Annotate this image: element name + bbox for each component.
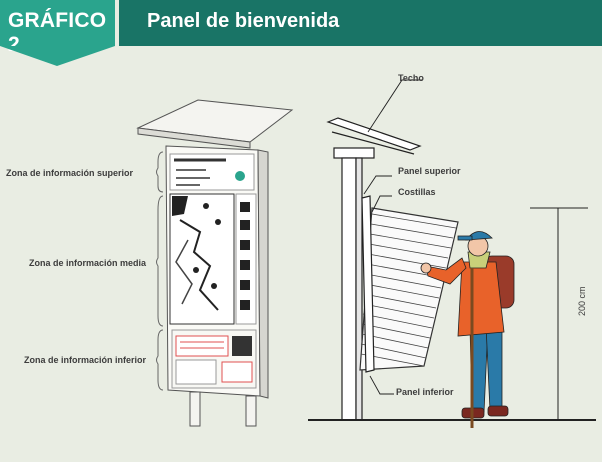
- hiker-illustration: [420, 231, 515, 428]
- badge-tail: [0, 46, 115, 66]
- badge-label: GRÁFICO 2: [8, 9, 107, 56]
- sign-illustration: [136, 99, 294, 427]
- zone-label-bottom: Zona de información inferior: [24, 355, 147, 365]
- zone-label-top: Zona de información superior: [6, 168, 134, 178]
- page-title: Panel de bienvenida: [147, 10, 340, 32]
- callout-bottom-panel: Panel inferior: [396, 387, 454, 397]
- height-label: 200 cm: [577, 286, 587, 316]
- header-separator: [115, 0, 119, 46]
- callout-ribs: Costillas: [398, 187, 436, 197]
- callout-top-panel: Panel superior: [398, 166, 461, 176]
- callout-lines: [363, 79, 422, 395]
- side-view-structure: [308, 117, 596, 421]
- zone-brackets: [156, 151, 164, 391]
- height-dimension: [530, 207, 588, 420]
- graphic-badge: GRÁFICO 2: [0, 0, 115, 56]
- callout-roof: Techo: [398, 73, 424, 83]
- zone-label-middle: Zona de información media: [29, 258, 147, 268]
